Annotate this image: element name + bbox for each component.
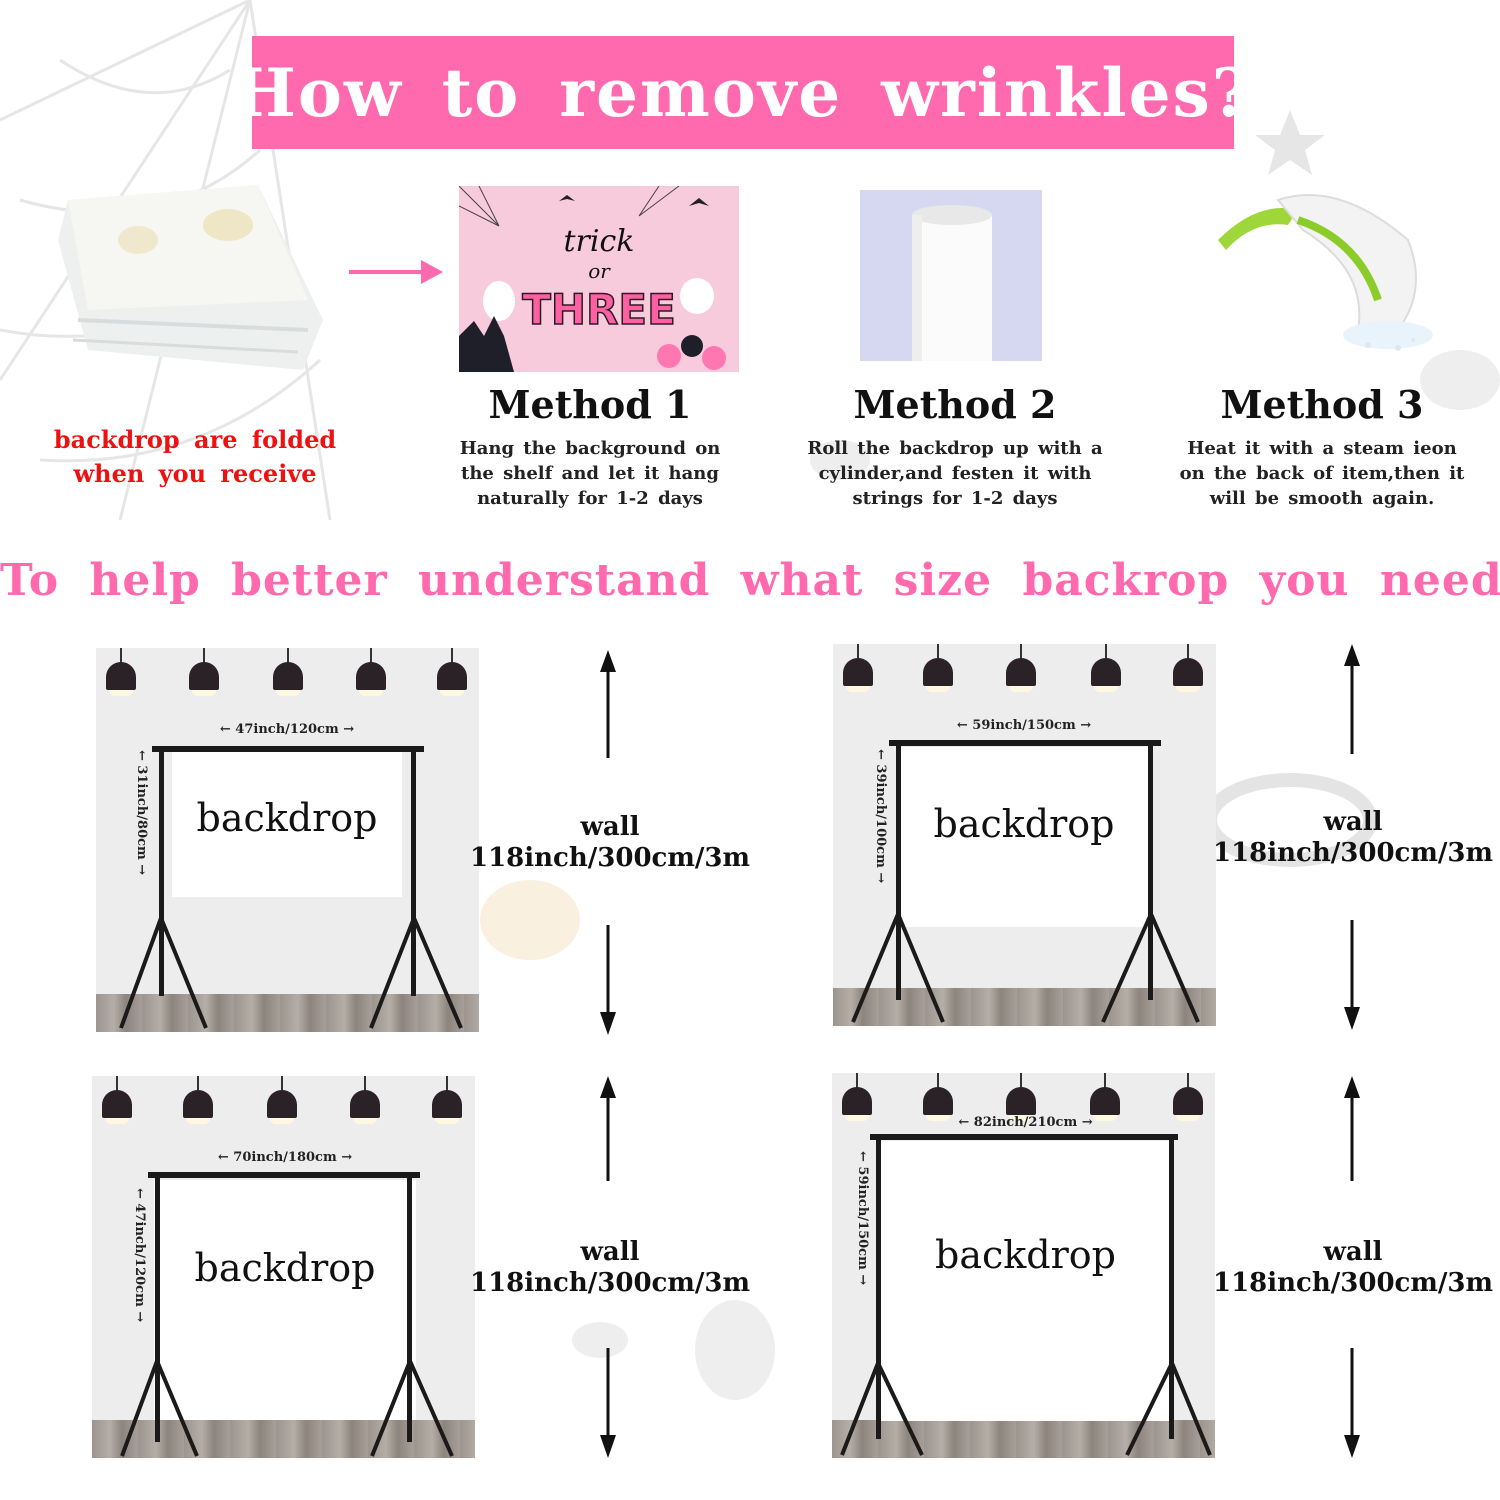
height-label: 59inch/150cm xyxy=(855,1166,870,1270)
wall-size: 118inch/300cm/3m xyxy=(470,1268,750,1298)
rolled-backdrop-image xyxy=(860,190,1042,361)
height-label: 39inch/100cm xyxy=(873,764,888,868)
backdrop-cloth xyxy=(154,1180,416,1420)
wall-size: 118inch/300cm/3m xyxy=(1213,1268,1493,1298)
stand-pole xyxy=(1169,1134,1174,1439)
stand-pole xyxy=(407,1172,412,1442)
size-scene-2: backdrop ← 59inch/150cm → ← 39inch/100cm… xyxy=(833,644,1216,1026)
size-scene-1: backdrop ← 47inch/120cm → ← 31inch/80cm … xyxy=(96,648,479,1032)
stand-pole xyxy=(159,746,164,996)
width-label: 70inch/180cm xyxy=(233,1150,337,1165)
backdrop-label: backdrop xyxy=(935,1233,1116,1277)
backdrop-label: backdrop xyxy=(196,796,378,840)
height-dimension: ← 31inch/80cm → xyxy=(134,750,149,876)
wall-text: wall xyxy=(580,812,640,842)
folded-backdrop-image xyxy=(58,185,323,370)
method2-title: Method 2 xyxy=(853,382,1057,427)
wall-label-3: wall 118inch/300cm/3m xyxy=(470,1237,750,1299)
banner-line3: THREE xyxy=(522,285,676,334)
stand-pole xyxy=(896,740,901,1000)
method3-desc: Heat it with a steam ieon on the back of… xyxy=(1179,438,1465,509)
tripod-legs xyxy=(851,914,1200,1023)
tripod-legs xyxy=(120,1361,454,1457)
backdrop-cloth xyxy=(877,1141,1174,1421)
width-dimension: ← 70inch/180cm → xyxy=(217,1150,353,1165)
wall-text: wall xyxy=(1323,807,1383,837)
height-dimension: ← 47inch/120cm → xyxy=(132,1188,147,1323)
size-subtitle: To help better understand what size back… xyxy=(0,555,1500,606)
crossbar xyxy=(148,1172,420,1178)
width-dimension: ← 82inch/210cm → xyxy=(958,1115,1093,1130)
tripod-legs xyxy=(840,1363,1212,1456)
width-dimension: ← 59inch/150cm → xyxy=(956,718,1092,733)
crossbar xyxy=(889,740,1161,746)
height-dimension: ← 59inch/150cm → xyxy=(855,1151,870,1286)
width-label: 47inch/120cm xyxy=(235,722,339,737)
wall-height-arrow xyxy=(600,1076,616,1458)
wall-label-1: wall 118inch/300cm/3m xyxy=(470,812,750,874)
wall-size: 118inch/300cm/3m xyxy=(1213,838,1493,868)
method1-title: Method 1 xyxy=(488,382,692,427)
halloween-banner-preview: trick or THREE xyxy=(459,186,739,372)
wall-height-arrow xyxy=(600,650,616,1035)
steamer-icon xyxy=(1218,194,1433,351)
banner-line2: or xyxy=(588,259,611,283)
stand-pole xyxy=(155,1172,160,1442)
width-label: 59inch/150cm xyxy=(972,718,1076,733)
size-scene-3: backdrop ← 70inch/180cm → ← 47inch/120cm… xyxy=(92,1076,475,1458)
tripod-legs xyxy=(119,918,463,1029)
height-label: 47inch/120cm xyxy=(132,1203,147,1307)
size-scene-4: backdrop ← 82inch/210cm → ← 59inch/150cm… xyxy=(832,1073,1215,1458)
height-dimension: ← 39inch/100cm → xyxy=(873,749,888,884)
width-dimension: ← 47inch/120cm → xyxy=(219,722,355,737)
width-label: 82inch/210cm xyxy=(973,1115,1078,1130)
title-banner: How to remove wrinkles? xyxy=(234,36,1250,149)
backdrop-cloth xyxy=(172,752,402,897)
height-label: 31inch/80cm xyxy=(134,765,149,860)
stand-pole xyxy=(1148,740,1153,1000)
wall-height-arrow xyxy=(1344,644,1360,1030)
folded-caption: backdrop are folded when you receive xyxy=(53,425,337,488)
wall-size: 118inch/300cm/3m xyxy=(470,843,750,873)
backdrop-cloth xyxy=(899,747,1149,927)
method3-image xyxy=(1208,180,1438,360)
wall-height-arrow xyxy=(1344,1076,1360,1458)
method1-desc: Hang the background on the shelf and let… xyxy=(459,438,721,509)
stand-pole xyxy=(876,1134,881,1439)
wall-text: wall xyxy=(580,1237,640,1267)
method2-desc: Roll the backdrop up with a cylinder,and… xyxy=(807,438,1103,509)
arrow-right-icon xyxy=(349,260,443,284)
method3-title: Method 3 xyxy=(1220,382,1424,427)
stand-pole xyxy=(411,746,416,996)
crossbar xyxy=(870,1134,1178,1140)
page-title: How to remove wrinkles? xyxy=(233,53,1253,132)
wall-label-4: wall 118inch/300cm/3m xyxy=(1213,1237,1493,1299)
method1-image: trick or THREE xyxy=(459,186,739,372)
wall-text: wall xyxy=(1323,1237,1383,1267)
backdrop-label: backdrop xyxy=(933,802,1115,846)
method2-image xyxy=(860,190,1042,361)
backdrop-label: backdrop xyxy=(194,1246,376,1290)
crossbar xyxy=(152,746,424,752)
wall-label-2: wall 118inch/300cm/3m xyxy=(1213,807,1493,869)
banner-line1: trick xyxy=(564,224,635,259)
